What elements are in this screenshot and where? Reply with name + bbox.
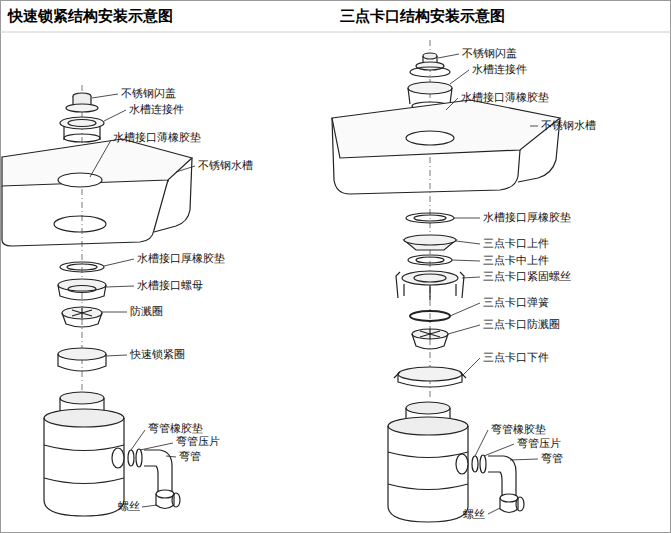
part-label: 水槽接口厚橡胶垫 <box>137 253 225 265</box>
part-label: 不锈钢闪盖 <box>462 48 517 60</box>
part-label: 不锈钢水槽 <box>541 120 596 132</box>
part-label: 弯管 <box>179 451 201 463</box>
part-label: 水槽接口螺母 <box>137 280 203 292</box>
part-label: 弯管压片 <box>176 436 220 448</box>
part-label: 三点卡口防溅圈 <box>483 319 560 331</box>
part-label: 水槽接口薄橡胶垫 <box>461 92 549 104</box>
part-label: 螺丝 <box>463 509 485 521</box>
panel-title: 三点卡口结构安装示意图 <box>340 8 505 25</box>
part-label: 快速锁紧圈 <box>130 349 185 361</box>
part-label: 弯管橡胶垫 <box>148 423 203 435</box>
part-label: 三点卡口上件 <box>483 238 549 250</box>
part-label: 防溅圈 <box>130 306 163 318</box>
part-label: 弯管 <box>541 453 563 465</box>
part-label: 弯管橡胶垫 <box>491 424 546 436</box>
part-label: 不锈钢水槽 <box>198 160 253 172</box>
part-label: 水槽接口薄橡胶垫 <box>113 132 201 144</box>
part-label: 水槽连接件 <box>129 104 184 116</box>
part-label: 三点卡口下件 <box>483 352 549 364</box>
part-label: 水槽连接件 <box>472 64 527 76</box>
part-label: 水槽接口厚橡胶垫 <box>483 212 571 224</box>
part-label: 螺丝 <box>118 501 140 513</box>
part-label: 弯管压片 <box>517 438 561 450</box>
part-label: 三点卡口紧固螺丝 <box>483 271 571 283</box>
part-label: 三点卡口弹簧 <box>483 297 549 309</box>
part-label: 三点卡中上件 <box>483 255 549 267</box>
part-label: 不锈钢闪盖 <box>121 88 176 100</box>
panel-title: 快速锁紧结构安装示意图 <box>8 8 173 25</box>
